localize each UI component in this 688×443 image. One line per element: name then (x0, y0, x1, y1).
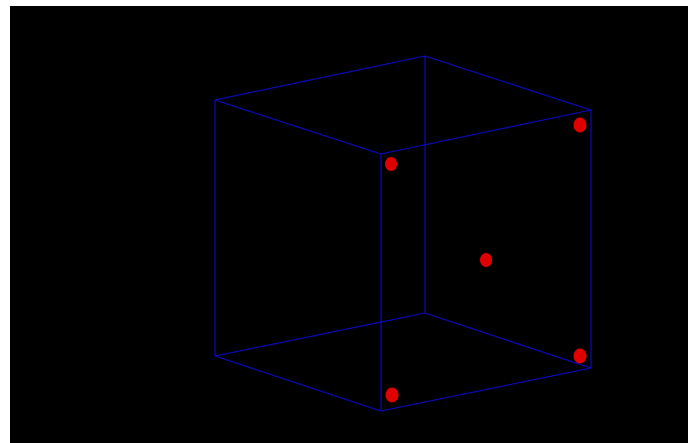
point-marker-2[interactable] (573, 117, 587, 133)
edge-top-back (214, 55, 426, 101)
3d-viewport[interactable] (10, 6, 688, 443)
cube-scene[interactable] (10, 6, 688, 443)
edge-top-left (214, 99, 382, 155)
point-marker-4[interactable] (573, 348, 587, 364)
cube-wireframe (214, 55, 592, 412)
point-marker-5[interactable] (385, 387, 399, 403)
point-markers (385, 117, 587, 403)
edge-top-front (380, 109, 592, 155)
edge-bottom-right (424, 312, 592, 369)
edge-bottom-left (214, 355, 382, 412)
edge-top-right (424, 55, 592, 111)
edge-bottom-back (214, 312, 426, 357)
point-marker-1[interactable] (385, 157, 397, 171)
edge-bottom-front (380, 367, 592, 412)
point-marker-3[interactable] (480, 253, 492, 267)
